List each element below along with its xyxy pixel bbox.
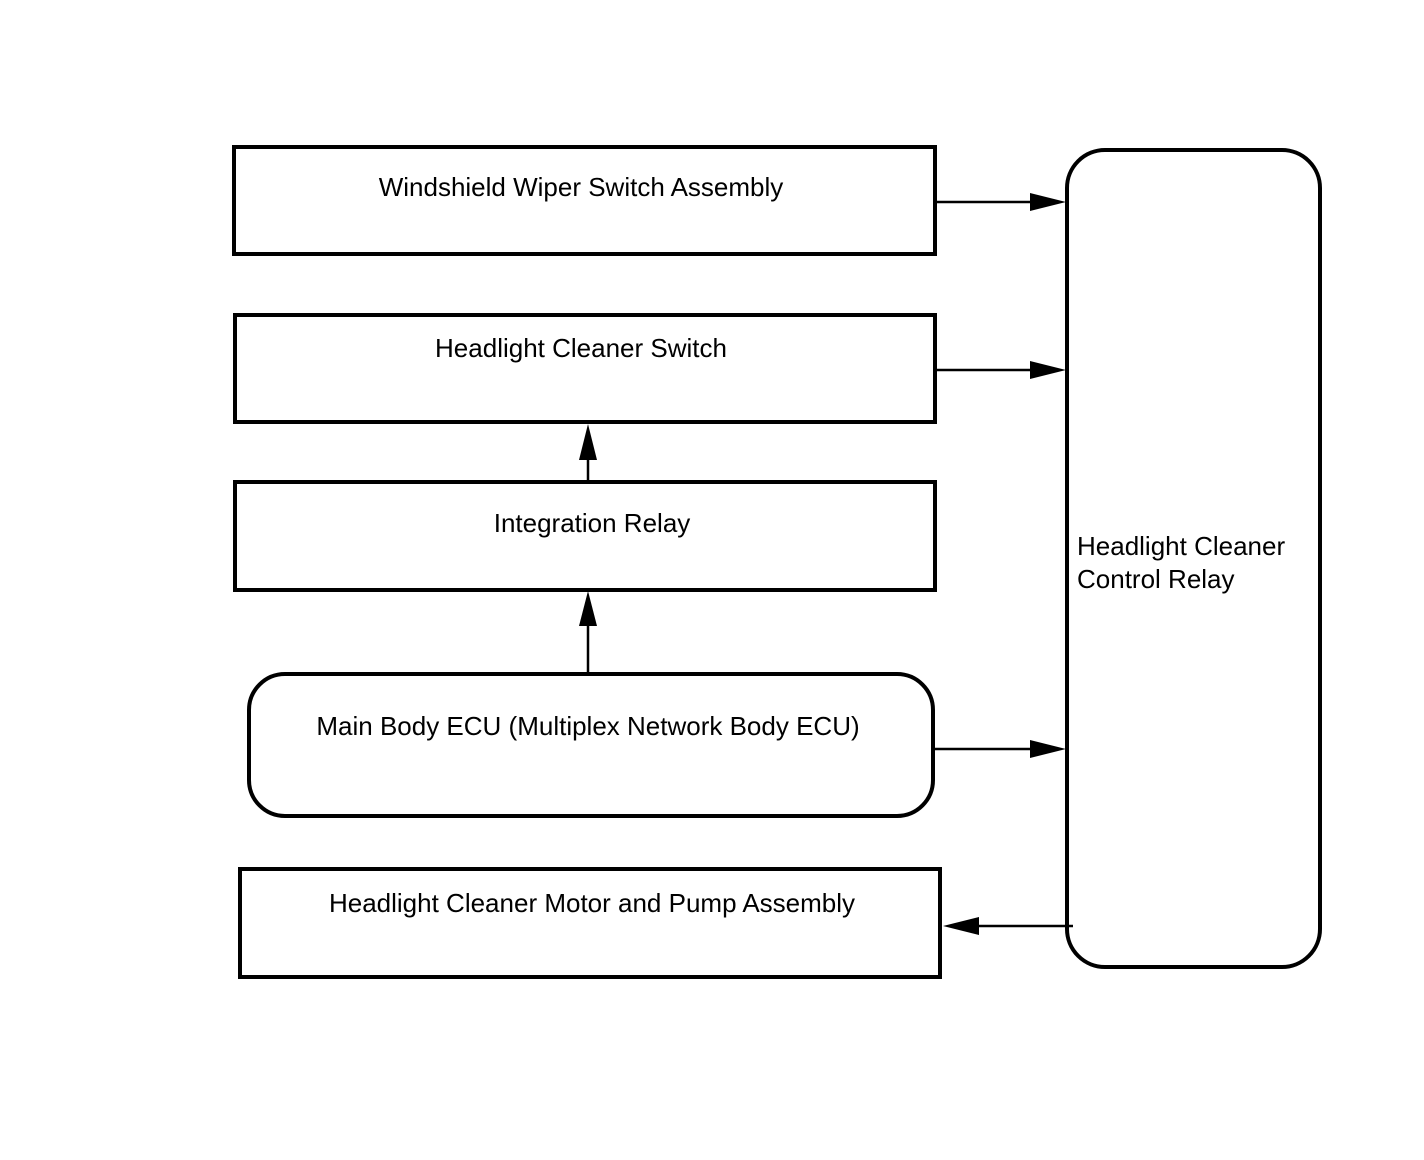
- cleaner-switch-block: Headlight Cleaner Switch: [233, 313, 937, 424]
- control-relay-label-line2: Control Relay: [1077, 564, 1235, 594]
- control-relay-box: [1065, 148, 1322, 969]
- arrow-head-right: [1030, 193, 1066, 211]
- motor-pump-block: Headlight Cleaner Motor and Pump Assembl…: [238, 867, 942, 979]
- integration-relay-block: Integration Relay: [233, 480, 937, 592]
- motor-pump-label: Headlight Cleaner Motor and Pump Assembl…: [329, 888, 855, 918]
- motor-pump-box: [238, 867, 942, 979]
- main-body-ecu-label: Main Body ECU (Multiplex Network Body EC…: [316, 711, 859, 741]
- arrow-head-right: [1030, 361, 1066, 379]
- cleaner-switch-box: [233, 313, 937, 424]
- wiper-switch-box: [232, 145, 937, 256]
- arrow-wiper-to-control-relay: [937, 193, 1066, 211]
- cleaner-switch-label: Headlight Cleaner Switch: [435, 333, 727, 363]
- main-body-ecu-block: Main Body ECU (Multiplex Network Body EC…: [247, 672, 935, 818]
- arrow-head-right: [1030, 740, 1066, 758]
- arrow-head-left: [943, 917, 979, 935]
- arrow-head-up: [579, 424, 597, 460]
- arrow-head-up: [579, 591, 597, 626]
- main-body-ecu-box: [247, 672, 935, 818]
- arrow-ecu-to-control-relay: [935, 740, 1066, 758]
- control-relay-block: Headlight Cleaner Control Relay: [1065, 148, 1322, 969]
- integration-relay-box: [233, 480, 937, 592]
- control-relay-label-line1: Headlight Cleaner: [1077, 531, 1285, 561]
- arrow-control-relay-to-motor-pump: [943, 917, 1073, 935]
- arrow-integration-relay-to-cleaner-switch: [579, 424, 597, 480]
- arrow-ecu-to-integration-relay: [579, 591, 597, 672]
- arrow-cleaner-switch-to-control-relay: [937, 361, 1066, 379]
- integration-relay-label: Integration Relay: [494, 508, 691, 538]
- wiper-switch-block: Windshield Wiper Switch Assembly: [232, 145, 937, 256]
- wiper-switch-label: Windshield Wiper Switch Assembly: [379, 172, 784, 202]
